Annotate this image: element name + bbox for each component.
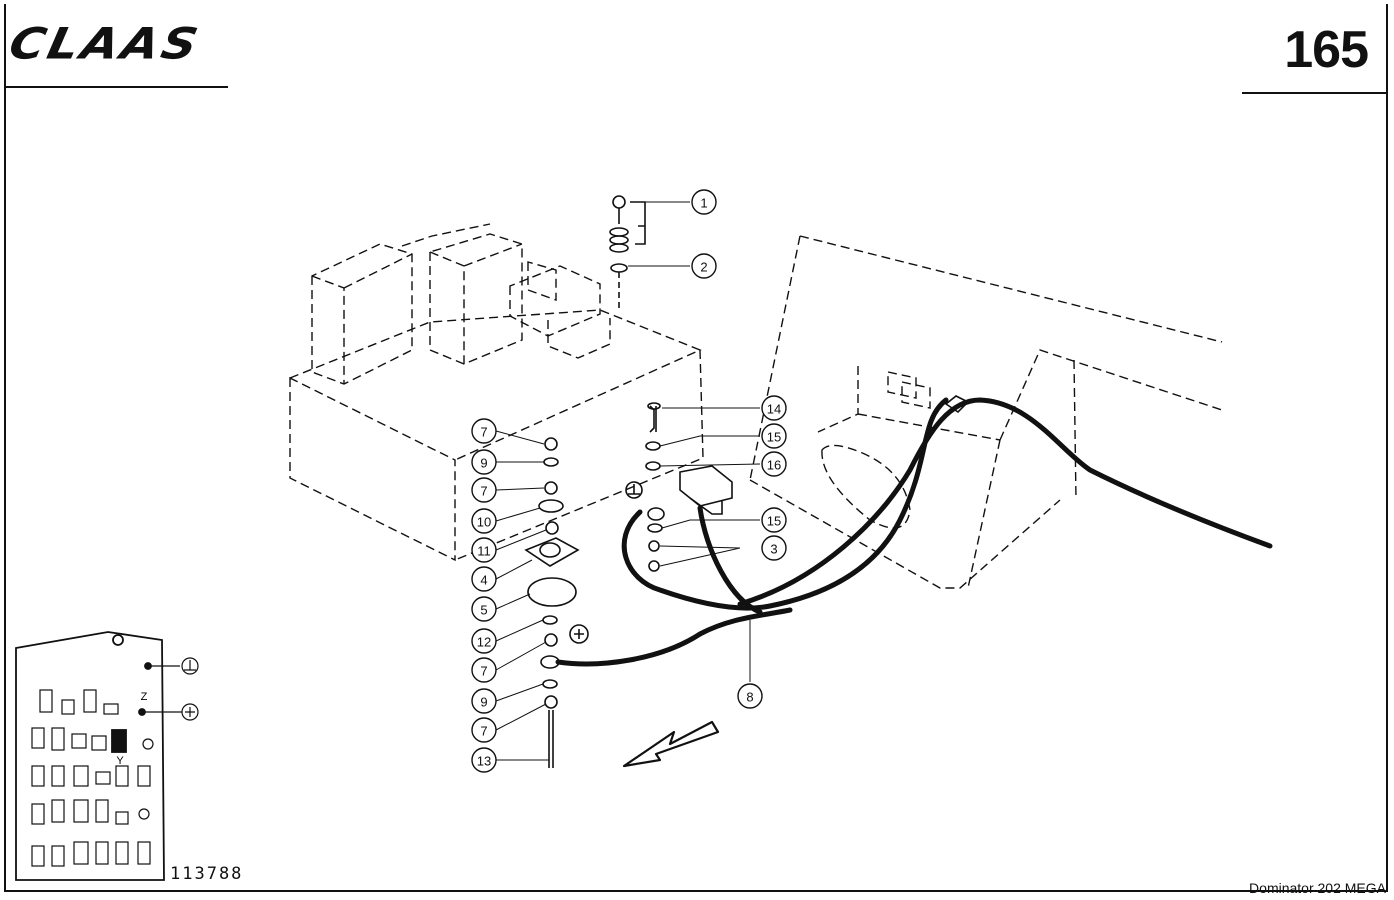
model-name: Dominator 202 MEGA [1249,880,1386,896]
machine-body-outline [799,235,1223,343]
callout-label: 12 [477,635,491,650]
frame-block-outline [289,376,456,562]
callout-7-d [471,717,497,743]
sheet-frame [4,4,1388,892]
plus-symbol-icon [569,624,589,644]
nut-icon [544,695,558,709]
drawing-number: 113788 [170,864,244,884]
callout-7-c [471,657,497,683]
callout-12 [471,628,497,654]
washer-icon [645,461,661,471]
callout-label: 5 [480,603,487,618]
inset-label-z: Z [141,691,148,703]
callout-1 [691,189,717,215]
callout-label: 15 [767,514,781,529]
callout-8 [737,683,763,709]
connector-block [509,265,601,337]
relay-box-left [311,243,413,385]
callout-3 [761,535,787,561]
callout-label: 16 [767,458,781,473]
washer-icon [542,615,558,625]
disc-icon [527,577,577,607]
nut-icon [648,540,660,552]
inset-label-y: Y [116,755,124,767]
connector-cable [697,505,763,615]
plug-connector [679,465,733,507]
rubber-mount [524,537,580,567]
ground-cable [621,397,949,611]
nut-icon [648,560,660,572]
ground-symbol-icon [625,481,643,499]
callout-label: 4 [480,573,487,588]
logo-rule [4,86,228,88]
callout-16 [761,451,787,477]
callout-9-a [471,449,497,475]
page-number: 165 [1284,21,1369,79]
washer-icon [647,523,663,533]
callout-9-b [471,688,497,714]
callout-13 [471,747,497,773]
callout-10 [471,508,497,534]
fuse-panel-inset [15,631,199,881]
callout-label: 13 [477,754,491,769]
nut-icon [544,481,558,495]
callout-5 [471,596,497,622]
callout-label: 10 [477,515,491,530]
page-number-rule [1242,92,1388,94]
washer-icon [542,679,558,689]
callout-label: 11 [477,544,491,559]
bolt-head-icon [612,195,626,209]
ground-symbol-icon [181,657,199,675]
callout-15-top [761,423,787,449]
harness-connector [944,395,970,414]
nut-icon [545,521,559,535]
washer-icon [610,263,628,273]
callout-label: 7 [480,664,487,679]
washer-icon [645,441,661,451]
harness-cable [737,397,1273,607]
callout-label: 2 [700,260,707,275]
callout-label: 14 [767,402,781,417]
callout-label: 7 [480,724,487,739]
callout-4 [471,566,497,592]
direction-arrow [622,720,720,768]
callout-7-a [471,418,497,444]
callout-label: 9 [480,456,487,471]
callout-label: 15 [767,430,781,445]
plus-symbol-icon [181,703,199,721]
callout-label: 3 [770,542,777,557]
callout-2 [691,253,717,279]
threaded-rod [548,710,554,768]
callout-label: 7 [480,484,487,499]
callout-15-bottom [761,507,787,533]
nut-icon [544,633,558,647]
main-cable [555,607,793,667]
callout-label: 1 [700,196,707,211]
callout-label: 8 [746,690,753,705]
callout-label: 7 [480,425,487,440]
relay-box-right [429,233,523,365]
callout-7-b [471,477,497,503]
washer-icon [538,499,564,513]
washer-icon [543,457,559,467]
callout-11 [471,537,497,563]
nut-icon [544,437,558,451]
bolt-icon [649,405,657,433]
callout-label: 9 [480,695,487,710]
callout-14 [761,395,787,421]
fuse-rows [31,689,151,867]
